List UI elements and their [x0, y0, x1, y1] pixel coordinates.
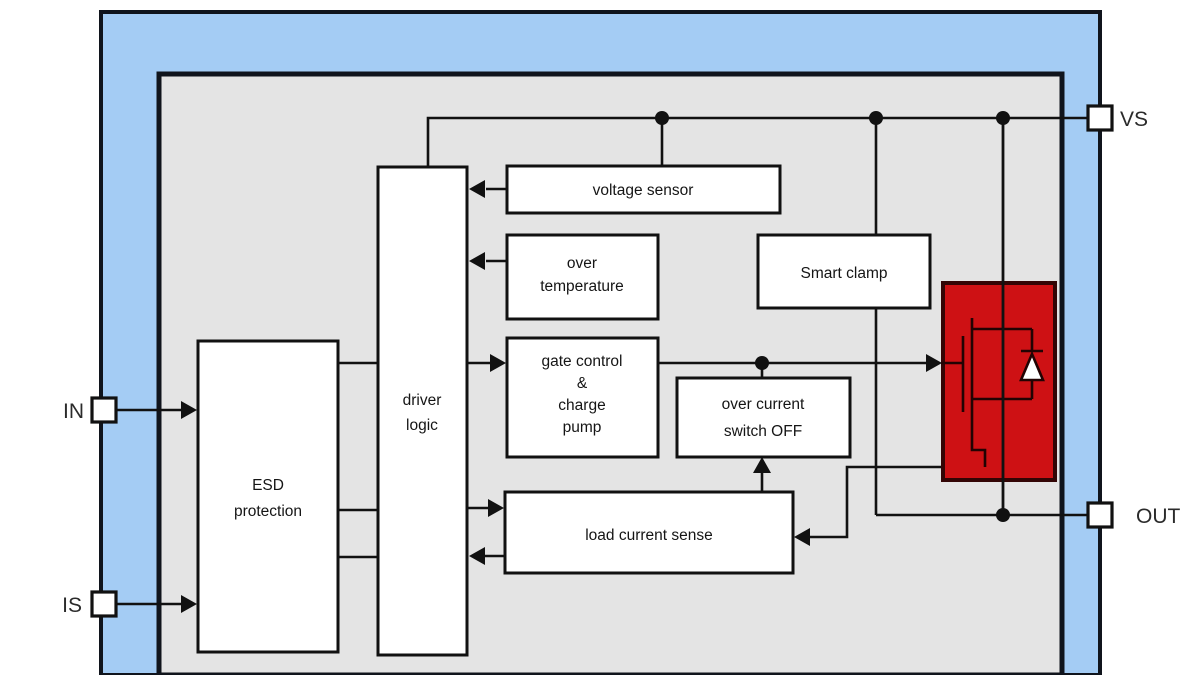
- over-temperature-box: [505, 233, 660, 321]
- power-mosfet-box: [941, 281, 1057, 482]
- arrowheads: [181, 180, 942, 613]
- arrow-driver-to-sense: [488, 499, 504, 517]
- esd-protection-label-line2: protection: [234, 503, 302, 520]
- voltage-sensor-block: voltage sensor: [505, 164, 782, 215]
- esd-protection-block: ESD protection: [196, 339, 340, 654]
- over-temperature-label-line1: over: [567, 255, 597, 272]
- arrow-over-temp-to-driver: [469, 252, 485, 270]
- esd-protection-box: [196, 339, 340, 654]
- gate-control-label-line1: gate control: [542, 353, 623, 370]
- body-diode-triangle: [1019, 350, 1045, 382]
- gate-control-label-line4: pump: [563, 419, 602, 436]
- smart-clamp-block: Smart clamp: [756, 233, 932, 310]
- power-mosfet-block: [941, 118, 1057, 515]
- driver-logic-block: driver logic: [376, 165, 469, 657]
- load-current-sense-block: load current sense: [503, 490, 795, 575]
- vs-bus-wire: [426, 116, 1088, 167]
- driver-logic-label-line1: driver: [403, 392, 442, 409]
- is-pin-label: IS: [62, 594, 82, 617]
- esd-protection-label-line1: ESD: [252, 477, 284, 494]
- load-current-sense-label: load current sense: [585, 527, 713, 544]
- driver-logic-label-line2: logic: [406, 417, 438, 434]
- vs-pin-label: VS: [1120, 108, 1148, 131]
- gate-control-label-line3: charge: [558, 397, 605, 414]
- arrow-sense-to-driver: [469, 547, 485, 565]
- in-pin: [90, 396, 118, 424]
- arrow-fet-to-sense: [794, 528, 810, 546]
- over-current-label-line1: over current: [722, 396, 805, 413]
- load-current-sense-box: [503, 490, 795, 575]
- over-current-box: [675, 376, 852, 459]
- arrow-is-to-esd: [181, 595, 197, 613]
- arrow-gate-to-fet: [926, 354, 942, 372]
- junction-dot-out: [996, 508, 1010, 522]
- over-temperature-block: over temperature: [505, 233, 660, 321]
- over-current-label-line2: switch OFF: [724, 423, 802, 440]
- out-pin-label: OUT: [1136, 505, 1181, 528]
- in-pin-label: IN: [63, 400, 84, 423]
- junction-dot-smart-clamp: [869, 111, 883, 125]
- junction-dot-gate-line: [755, 356, 769, 370]
- junction-dot-fet-drain: [996, 111, 1010, 125]
- junction-dots: [655, 111, 1010, 522]
- voltage-sensor-box: [505, 164, 782, 215]
- wires: [116, 116, 1088, 606]
- power-mosfet-with-body-diode-icon: [941, 318, 1045, 467]
- over-temperature-label-line2: temperature: [540, 278, 624, 295]
- is-pin: [90, 590, 118, 618]
- smart-clamp-box: [756, 233, 932, 310]
- gate-control-label-line2: &: [577, 375, 588, 392]
- arrow-in-to-esd: [181, 401, 197, 419]
- smart-clamp-label: Smart clamp: [801, 265, 888, 282]
- over-current-switch-off-block: over current switch OFF: [675, 376, 852, 459]
- gate-control-charge-pump-block: gate control & charge pump: [505, 336, 660, 459]
- function-blocks: ESD protection driver logic voltage sens…: [196, 164, 932, 657]
- pins: VS OUT IN IS: [62, 104, 1181, 618]
- gate-control-box: [505, 336, 660, 459]
- arrow-sense-to-overcurrent: [753, 457, 771, 473]
- arrow-voltage-sensor-to-driver: [469, 180, 485, 198]
- driver-logic-box: [376, 165, 469, 657]
- arrow-driver-to-gate-control: [490, 354, 506, 372]
- fet-source-sense-wire: [810, 465, 985, 539]
- out-pin: [1086, 501, 1114, 529]
- voltage-sensor-label: voltage sensor: [593, 182, 694, 199]
- junction-dot-voltage-sensor: [655, 111, 669, 125]
- vs-pin: [1086, 104, 1114, 132]
